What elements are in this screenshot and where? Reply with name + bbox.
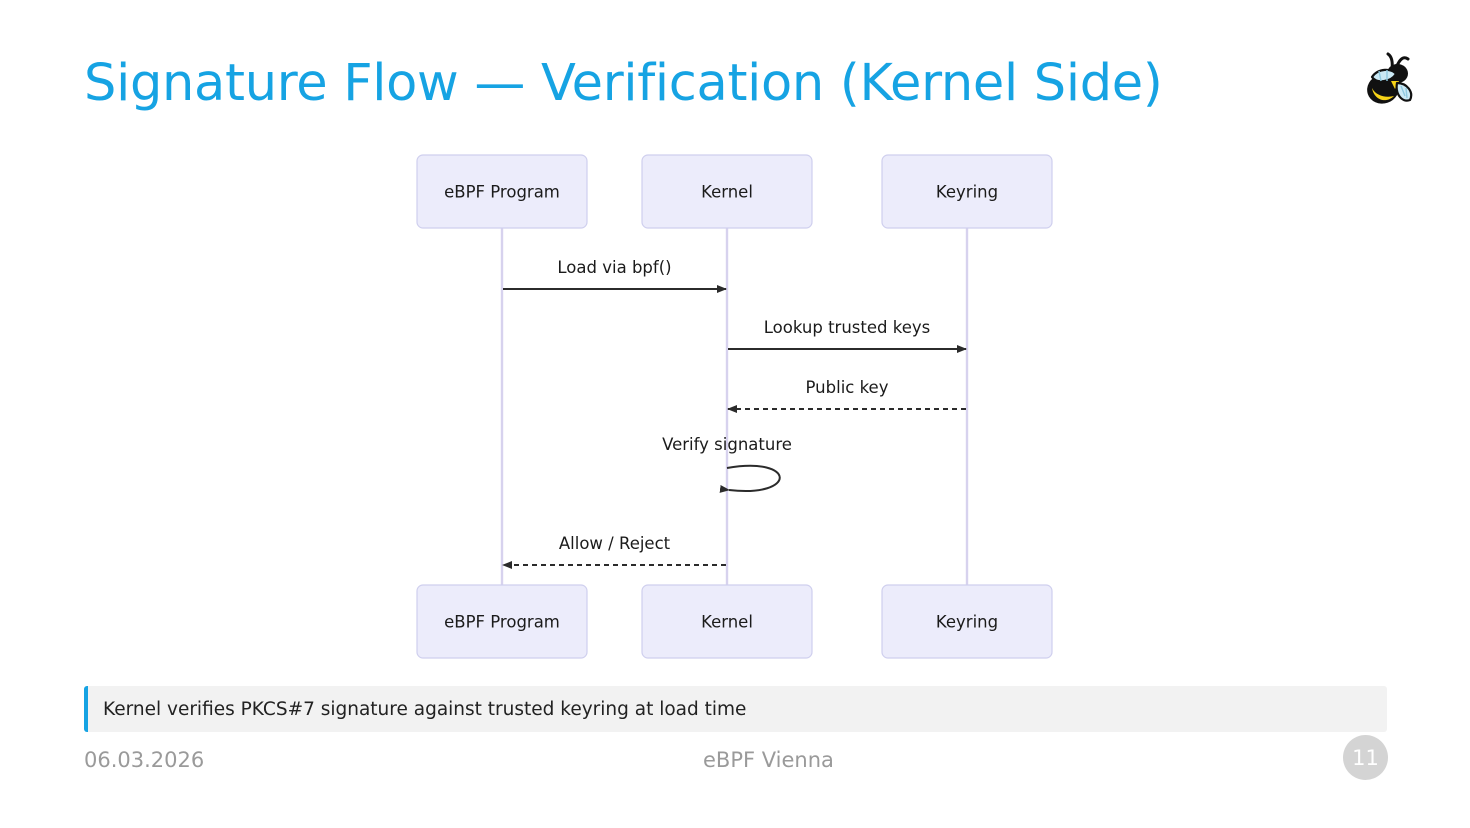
sequence-message-2: Public key — [727, 378, 966, 413]
participant-box-kernel-bottom: Kernel — [641, 584, 813, 659]
participant-box-rect — [641, 584, 813, 659]
message-label: Public key — [806, 378, 889, 397]
sequence-message-4: Allow / Reject — [502, 534, 726, 569]
footer-date: 06.03.2026 — [84, 748, 205, 772]
participant-label: Keyring — [936, 613, 998, 632]
participant-label: eBPF Program — [444, 613, 560, 632]
participant-label: Kernel — [701, 613, 753, 632]
page-number-badge: 11 — [1343, 735, 1388, 780]
participant-box-rect — [881, 154, 1053, 229]
message-label: Load via bpf() — [557, 258, 671, 277]
participant-label: Keyring — [936, 183, 998, 202]
participant-box-keyring-top: Keyring — [881, 154, 1053, 229]
callout-box: Kernel verifies PKCS#7 signature against… — [84, 686, 1387, 732]
participant-label: eBPF Program — [444, 183, 560, 202]
message-label: Verify signature — [662, 435, 792, 454]
participant-boxes-bottom: eBPF Program Kernel Keyring — [416, 584, 1053, 659]
sequence-message-3: Verify signature — [662, 435, 792, 493]
participant-box-rect — [881, 584, 1053, 659]
sequence-message-0: Load via bpf() — [503, 258, 727, 293]
participant-box-ebpf-bottom: eBPF Program — [416, 584, 588, 659]
message-label: Allow / Reject — [559, 534, 671, 553]
page-title: Signature Flow — Verification (Kernel Si… — [84, 54, 1163, 113]
messages-group: Load via bpf() Lookup trusted keysPublic … — [502, 258, 967, 569]
callout-text: Kernel verifies PKCS#7 signature against… — [103, 698, 747, 720]
participant-box-keyring-bottom: Keyring — [881, 584, 1053, 659]
message-label: Lookup trusted keys — [764, 318, 930, 337]
sequence-message-1: Lookup trusted keys — [728, 318, 967, 353]
participant-box-kernel-top: Kernel — [641, 154, 813, 229]
participant-label: Kernel — [701, 183, 753, 202]
participant-box-rect — [641, 154, 813, 229]
participant-box-rect — [416, 584, 588, 659]
lifelines-group — [500, 228, 969, 585]
bee-icon — [1352, 48, 1422, 118]
footer-event: eBPF Vienna — [703, 748, 834, 772]
participant-box-ebpf-top: eBPF Program — [416, 154, 588, 229]
participant-box-rect — [416, 154, 588, 229]
self-loop-arrow — [719, 464, 781, 493]
participant-boxes-top: eBPF Program Kernel Keyring — [416, 154, 1053, 229]
